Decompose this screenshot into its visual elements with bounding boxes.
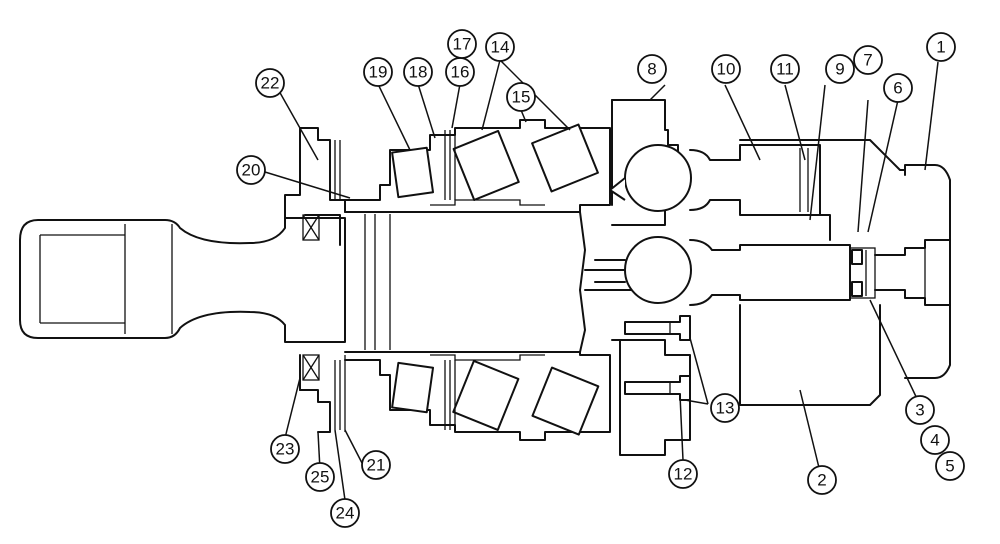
svg-text:2: 2: [817, 471, 826, 490]
svg-text:22: 22: [261, 74, 280, 93]
callout-1: 1: [926, 32, 956, 62]
callout-8: 8: [637, 54, 667, 84]
callout-5: 5: [935, 451, 965, 481]
cylinder-housing: [739, 139, 906, 406]
svg-text:14: 14: [491, 38, 510, 57]
callout-4: 4: [920, 425, 950, 455]
svg-text:8: 8: [647, 60, 656, 79]
callout-12: 12: [668, 459, 698, 489]
svg-text:1: 1: [936, 38, 945, 57]
svg-text:12: 12: [674, 465, 693, 484]
svg-text:9: 9: [835, 60, 844, 79]
svg-text:10: 10: [717, 60, 736, 79]
callout-15: 15: [506, 82, 536, 112]
piston-lower: [594, 236, 876, 306]
callout-9: 9: [825, 54, 855, 84]
svg-text:11: 11: [776, 60, 794, 79]
svg-text:21: 21: [367, 456, 386, 475]
svg-text:15: 15: [512, 88, 531, 107]
callout-20: 20: [236, 155, 266, 185]
svg-text:20: 20: [242, 161, 261, 180]
callout-22: 22: [255, 68, 285, 98]
callout-19: 19: [363, 57, 393, 87]
svg-text:17: 17: [453, 35, 472, 54]
callout-16: 16: [445, 57, 475, 87]
callout-13: 13: [710, 393, 740, 423]
bearing-housing: [344, 119, 611, 441]
svg-text:7: 7: [863, 51, 872, 70]
svg-text:13: 13: [716, 399, 735, 418]
callout-6: 6: [883, 73, 913, 103]
svg-text:3: 3: [915, 401, 924, 420]
callout-18: 18: [403, 57, 433, 87]
callout-24: 24: [330, 498, 360, 528]
end-cap: [874, 164, 951, 379]
svg-text:19: 19: [369, 63, 388, 82]
svg-text:23: 23: [276, 440, 295, 459]
svg-text:4: 4: [930, 431, 939, 450]
piston-upper: [609, 144, 821, 216]
callout-14: 14: [485, 32, 515, 62]
svg-text:16: 16: [451, 63, 470, 82]
callout-25: 25: [305, 462, 335, 492]
callout-11: 11: [770, 54, 800, 84]
leader-lines: [264, 59, 939, 501]
callout-10: 10: [711, 54, 741, 84]
svg-text:5: 5: [945, 457, 954, 476]
callout-3: 3: [905, 395, 935, 425]
callout-17: 17: [447, 29, 477, 59]
svg-text:6: 6: [893, 79, 902, 98]
callout-2: 2: [807, 465, 837, 495]
svg-text:18: 18: [409, 63, 428, 82]
svg-text:25: 25: [311, 468, 330, 487]
callout-21: 21: [361, 450, 391, 480]
callout-7: 7: [853, 45, 883, 75]
callout-23: 23: [270, 434, 300, 464]
front-flange-seal: [284, 127, 346, 433]
bolts: [624, 315, 691, 401]
svg-text:24: 24: [336, 504, 355, 523]
